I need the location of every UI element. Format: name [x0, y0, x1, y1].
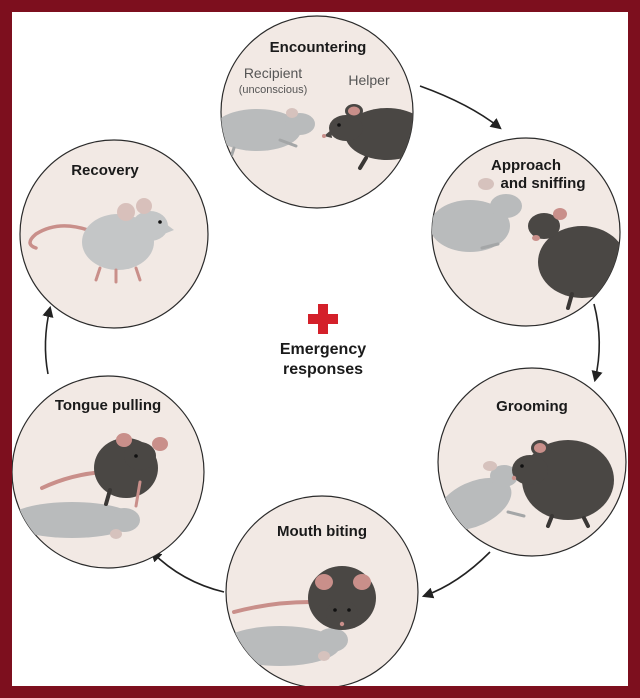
- arrow-grooming-to-mouth-biting: [421, 551, 491, 599]
- stage-title-tongue-pulling: Tongue pulling: [55, 397, 161, 414]
- figure-frame: Encountering Recipient (unconscious) Hel…: [12, 12, 628, 686]
- stage-recovery: Recovery: [19, 139, 209, 329]
- stage-encountering: Encountering Recipient (unconscious) Hel…: [220, 15, 414, 209]
- stage-title-approach-line1: Approach: [491, 157, 561, 174]
- helper-label: Helper: [348, 72, 390, 88]
- center-text-line1: Emergency: [280, 341, 366, 358]
- stage-title-recovery: Recovery: [71, 162, 139, 179]
- stage-approach-and-sniffing: Approach and sniffing: [431, 137, 621, 327]
- stage-grooming: Grooming: [437, 367, 627, 557]
- center-label: Emergency responses: [280, 304, 366, 378]
- recipient-note: (unconscious): [239, 84, 307, 96]
- recipient-label: Recipient: [244, 65, 302, 81]
- stage-tongue-pulling: Tongue pulling: [12, 375, 205, 569]
- helper-mouse-illustration: [511, 440, 614, 528]
- helper-mouse-illustration: [308, 566, 376, 630]
- recipient-mouse-illustration: [12, 502, 140, 539]
- recipient-mouse-illustration: [221, 108, 315, 162]
- helper-mouse-illustration: [528, 208, 620, 310]
- arrow-encountering-to-approach: [419, 85, 502, 130]
- recipient-mouse-illustration: [432, 178, 522, 252]
- recovery-mouse-illustration: [82, 198, 174, 284]
- stage-mouth-biting: Mouth biting: [225, 495, 419, 686]
- arrow-tongue-pulling-to-recovery: [42, 305, 54, 375]
- emergency-response-cycle-diagram: Encountering Recipient (unconscious) Hel…: [12, 15, 627, 686]
- helper-mouse-illustration: [94, 433, 168, 508]
- arrow-approach-to-grooming: [591, 303, 603, 383]
- red-cross-icon: [308, 304, 338, 334]
- stage-title-mouth-biting: Mouth biting: [277, 523, 367, 540]
- stage-title-approach-line2: and sniffing: [501, 175, 586, 192]
- recovery-tail: [28, 224, 90, 250]
- stage-title-encountering: Encountering: [270, 39, 367, 56]
- arrow-mouth-biting-to-tongue-pulling: [150, 550, 225, 593]
- stage-title-grooming: Grooming: [496, 398, 568, 415]
- helper-tail: [232, 600, 312, 614]
- center-text-line2: responses: [283, 361, 363, 378]
